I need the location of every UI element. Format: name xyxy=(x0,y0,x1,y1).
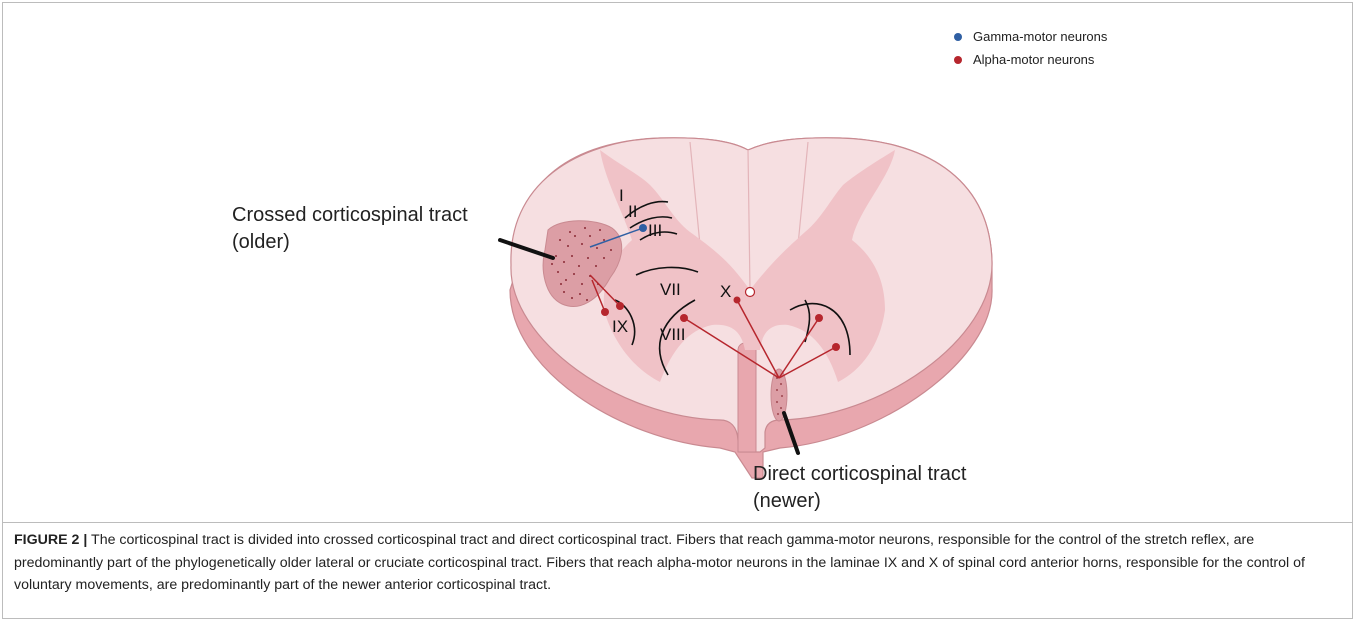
lamina-VII: VII xyxy=(660,280,681,299)
lamina-IX: IX xyxy=(612,317,628,336)
lamina-I: I xyxy=(619,186,624,205)
caption-text: The corticospinal tract is divided into … xyxy=(14,532,1305,593)
lamina-II: II xyxy=(628,202,637,221)
caption-prefix: FIGURE 2 | xyxy=(14,532,87,548)
figure-caption: FIGURE 2 | The corticospinal tract is di… xyxy=(14,529,1344,597)
alpha-neuron xyxy=(734,297,741,304)
alpha-neuron xyxy=(832,343,840,351)
crossed-tract-label: Crossed corticospinal tract (older) xyxy=(232,202,468,256)
anterior-fissure xyxy=(738,343,756,453)
direct-tract-label-line2: (newer) xyxy=(753,488,966,515)
direct-tract-label: Direct corticospinal tract (newer) xyxy=(753,461,966,515)
central-canal xyxy=(746,288,755,297)
alpha-neuron xyxy=(616,302,624,310)
alpha-neuron xyxy=(815,314,823,322)
lamina-X: X xyxy=(720,282,731,301)
direct-tract-label-line1: Direct corticospinal tract xyxy=(753,461,966,488)
crossed-tract-label-line2: (older) xyxy=(232,229,468,256)
lamina-III: III xyxy=(648,221,662,240)
lamina-VIII: VIII xyxy=(660,325,686,344)
gamma-neuron xyxy=(639,224,647,232)
alpha-neuron xyxy=(601,308,609,316)
crossed-tract-label-line1: Crossed corticospinal tract xyxy=(232,202,468,229)
alpha-neuron xyxy=(680,314,688,322)
